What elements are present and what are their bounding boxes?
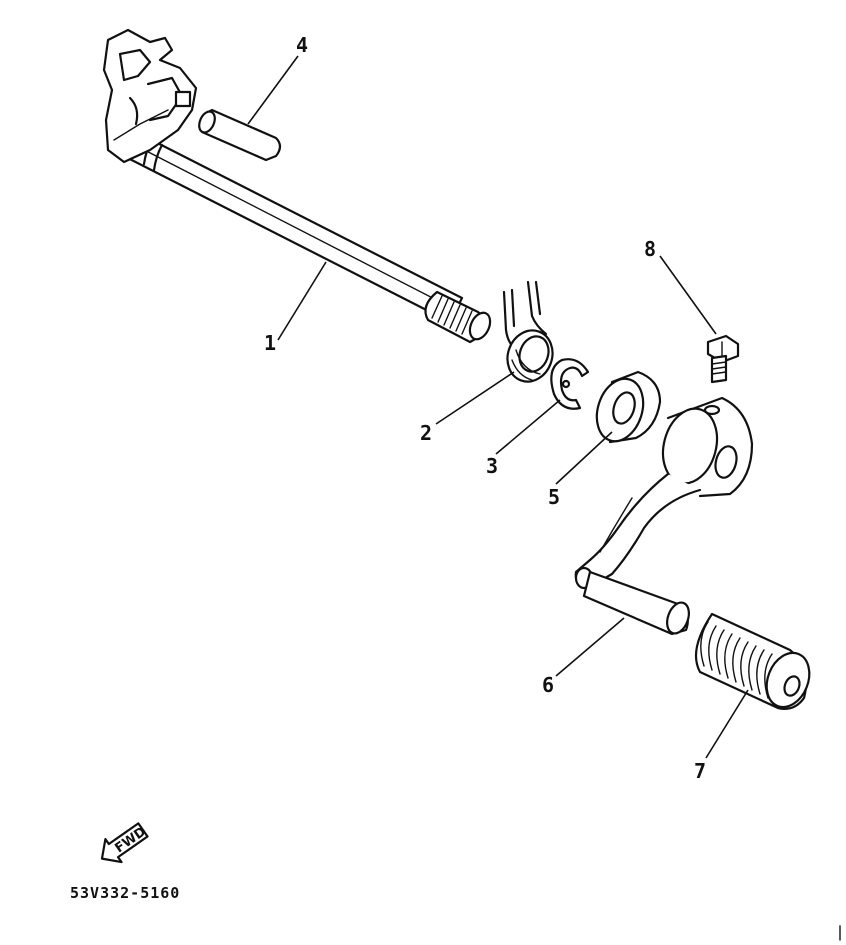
fwd-arrow-icon: FWD (100, 822, 149, 864)
callout-labels: 1 2 3 4 5 6 7 8 (264, 33, 706, 783)
diagram-part-code: 53V332-5160 (70, 884, 181, 902)
callout-4: 4 (296, 33, 308, 57)
callout-5: 5 (548, 485, 560, 509)
callout-6: 6 (542, 673, 554, 697)
part-circlip (550, 358, 590, 410)
callout-3: 3 (486, 454, 498, 478)
callout-8: 8 (644, 237, 656, 261)
callout-1: 1 (264, 331, 276, 355)
callout-2: 2 (420, 421, 432, 445)
part-pin (198, 108, 282, 162)
part-torsion-spring (502, 280, 554, 383)
part-foot-rubber (694, 612, 811, 710)
leader-lines (247, 55, 749, 759)
part-shift-shaft (102, 28, 492, 344)
callout-7: 7 (694, 759, 706, 783)
part-oil-seal (595, 370, 662, 444)
part-pedal-shaft (582, 570, 690, 636)
part-bolt (706, 334, 740, 384)
